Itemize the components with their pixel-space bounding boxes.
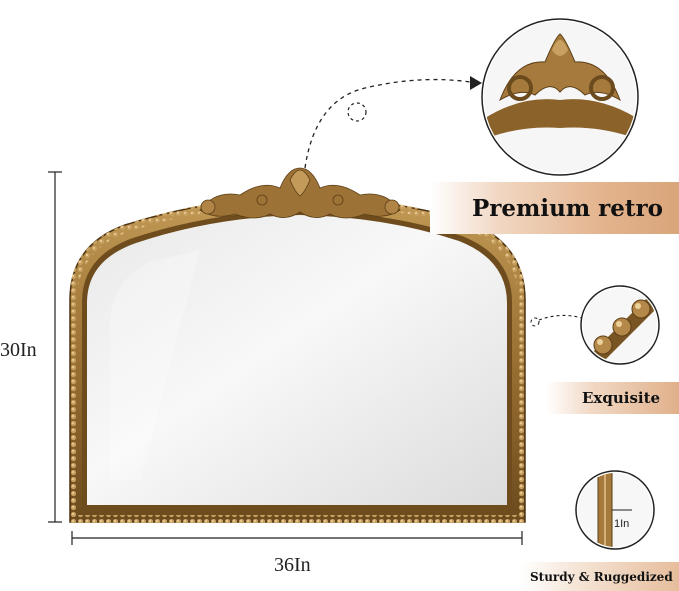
premium-retro-banner: Premium retro [430, 182, 679, 234]
thickness-label: 1In [614, 518, 630, 530]
width-label: 36In [274, 554, 311, 576]
arrow-head-icon [470, 76, 482, 90]
callout-crest-line [304, 78, 471, 169]
width-dimension-line [71, 531, 523, 545]
sturdy-label: Sturdy & Ruggedized [530, 569, 673, 584]
exquisite-banner: Exquisite [546, 382, 679, 414]
premium-retro-label: Premium retro [472, 194, 664, 222]
crest-ornament [199, 167, 401, 219]
crest-detail-circle [481, 18, 639, 176]
exquisite-label: Exquisite [582, 389, 661, 407]
height-label: 30In [0, 339, 37, 361]
thickness-detail-circle [575, 470, 655, 550]
callout-bead-line [530, 314, 583, 327]
loop-doodle [347, 102, 367, 122]
mirror-glass [87, 215, 507, 505]
height-dimension-line [48, 171, 62, 523]
bead-detail-circle [580, 285, 660, 365]
sturdy-banner: Sturdy & Ruggedized [520, 562, 679, 591]
